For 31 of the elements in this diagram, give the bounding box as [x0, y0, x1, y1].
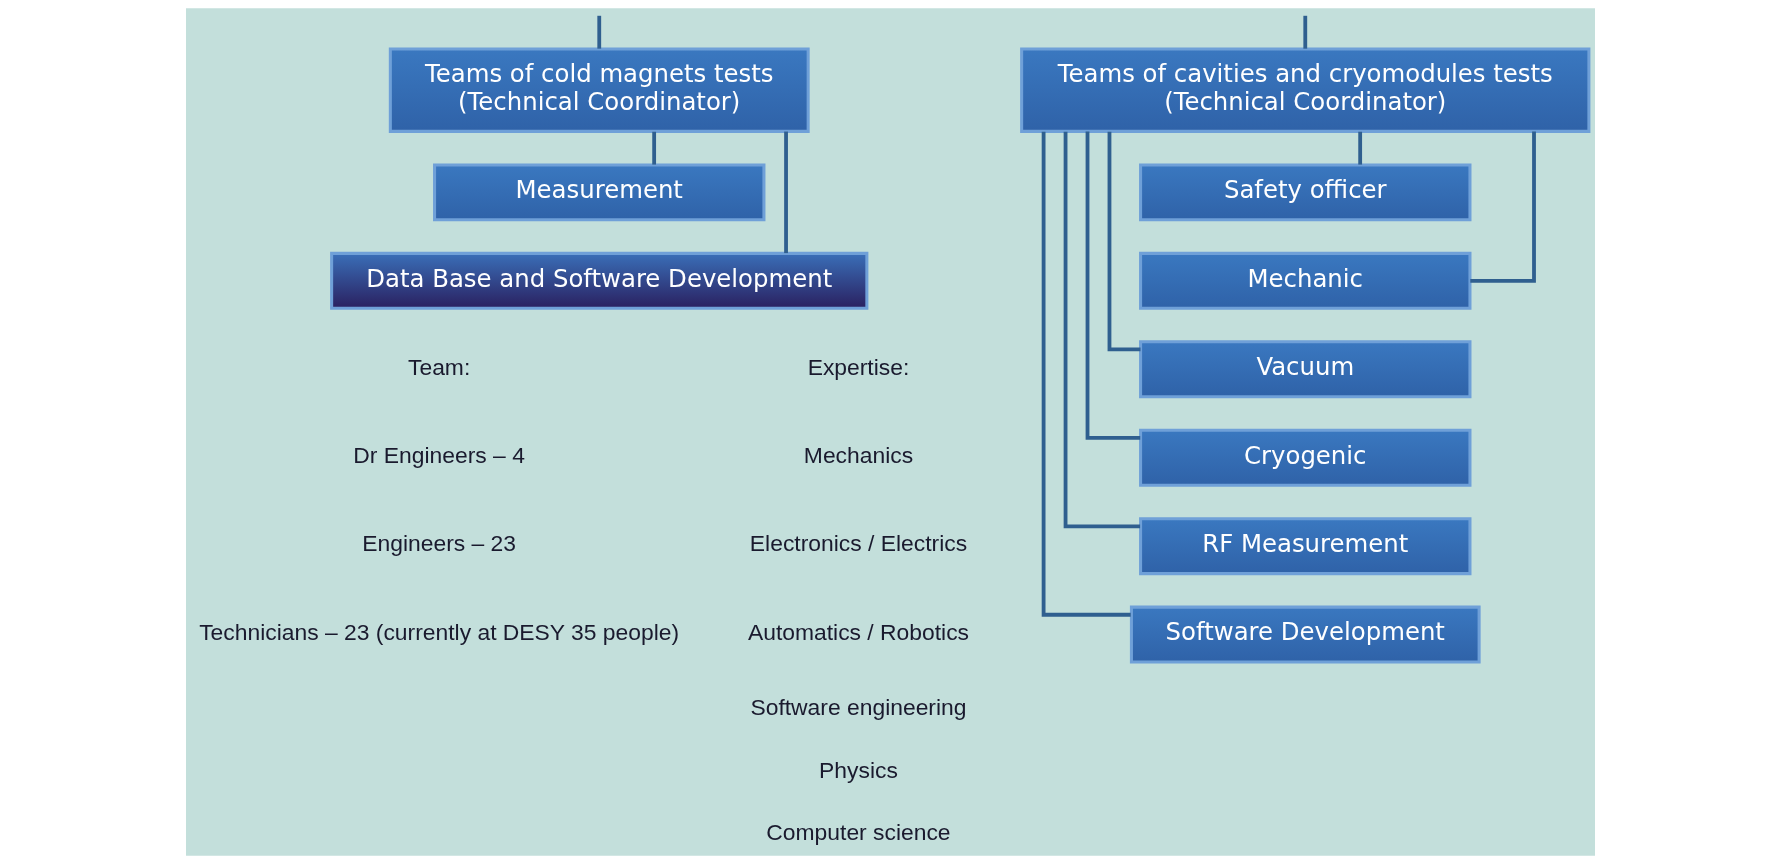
node-box: Teams of cold magnets tests (Technical Coordinator)	[388, 47, 810, 133]
connector	[1358, 131, 1363, 165]
connector	[1107, 131, 1141, 352]
node-box: RF Measurement	[1139, 517, 1472, 576]
label: Technicians – 23 (currently at DESY 35 people)	[199, 618, 680, 645]
label: Computer science	[766, 819, 951, 846]
connector	[784, 131, 788, 254]
label: Electronics / Electrics	[749, 530, 968, 557]
label: Engineers – 23	[362, 530, 517, 557]
node-box: Measurement	[433, 163, 766, 222]
label: Physics	[819, 756, 898, 783]
connector	[1303, 15, 1308, 49]
node-box: Vacuum	[1139, 340, 1472, 399]
label: Software engineering	[750, 694, 967, 721]
connector	[1085, 131, 1141, 440]
node-box: Teams of cavities and cryomodules tests (Technical Coordinator)	[1020, 47, 1591, 133]
connector	[1041, 131, 1131, 617]
connector	[597, 15, 602, 49]
label: Automatics / Robotics	[747, 618, 970, 645]
connector	[1470, 131, 1536, 283]
node-box: Data Base and Software Development	[330, 251, 869, 310]
connector	[652, 131, 657, 165]
label: Expertise:	[807, 353, 910, 380]
node-box: Mechanic	[1139, 251, 1472, 310]
connector	[1063, 131, 1141, 529]
node-box: Cryogenic	[1139, 428, 1472, 487]
label: Mechanics	[803, 442, 914, 469]
node-box: Safety officer	[1139, 163, 1472, 222]
node-box: Software Development	[1129, 605, 1481, 664]
label: Dr Engineers – 4	[353, 442, 525, 469]
label: Team:	[408, 353, 471, 380]
